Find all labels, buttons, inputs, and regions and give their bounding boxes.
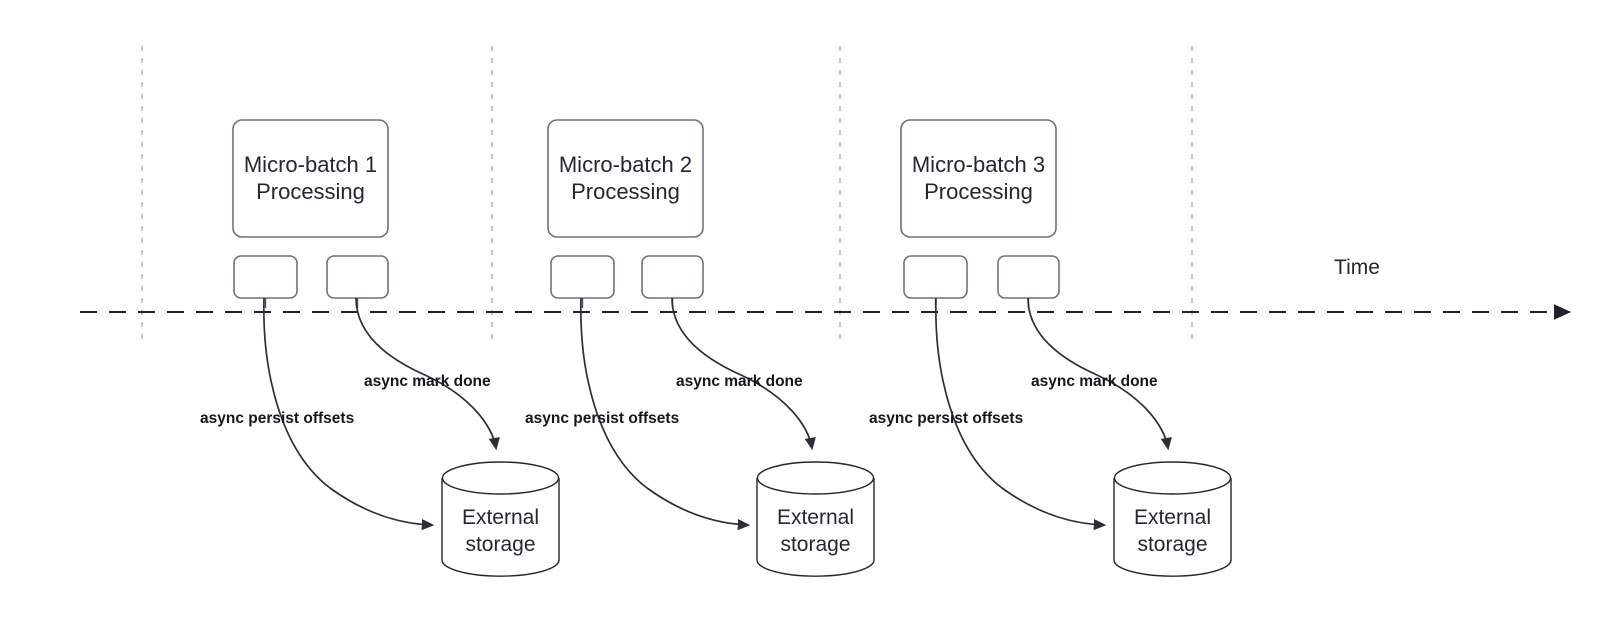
async-persist-offsets-2-label: async persist offsets — [525, 410, 679, 427]
async-persist-offsets-1-label: async persist offsets — [200, 410, 354, 427]
micro-batch-1-label-line2: Processing — [256, 179, 365, 204]
micro-batch-3-label-line1: Micro-batch 3 — [912, 152, 1045, 177]
micro-batch-2-box[interactable] — [547, 119, 704, 238]
async-mark-done-1-arrow — [355, 297, 500, 451]
external-storage-3-body — [1113, 478, 1232, 577]
async-mark-done-2-arrow — [671, 297, 816, 451]
external-storage-3-top-ellipse — [1113, 461, 1232, 495]
async-mark-done-3-arrow — [1027, 297, 1172, 451]
micro-batch-1-box[interactable] — [232, 119, 389, 238]
micro-batch-2-label-line1: Micro-batch 2 — [559, 152, 692, 177]
batch-3-task-a[interactable] — [903, 255, 968, 299]
async-persist-offsets-1-arrow — [263, 297, 435, 531]
external-storage-1-body — [441, 478, 560, 577]
external-storage-2-label-line2: storage — [780, 533, 850, 556]
batch-1-task-a[interactable] — [233, 255, 298, 299]
time-axis-group: Time — [80, 256, 1572, 320]
external-storage-3-label-line2: storage — [1137, 533, 1207, 556]
tick-lines-group — [141, 46, 1193, 340]
external-storage-3-label-line1: External — [1134, 506, 1211, 529]
async-persist-offsets-2-arrow — [580, 297, 751, 531]
external-storage-2-body — [756, 478, 875, 577]
external-storage-2-label-line1: External — [777, 506, 854, 529]
batch-2-task-a[interactable] — [550, 255, 615, 299]
micro-batch-3-label-line2: Processing — [924, 179, 1033, 204]
async-persist-offsets-3-arrow — [935, 297, 1107, 531]
external-storage-1-top-ellipse — [441, 461, 560, 495]
micro-batch-1-label-line1: Micro-batch 1 — [244, 152, 377, 177]
batch-2-task-b[interactable] — [641, 255, 704, 299]
async-mark-done-2-label: async mark done — [676, 373, 803, 390]
batches-group: Micro-batch 1ProcessingExternalstorageas… — [200, 119, 1232, 577]
micro-batch-3-box[interactable] — [900, 119, 1057, 238]
external-storage-1-label-line1: External — [462, 506, 539, 529]
external-storage-2-top-ellipse — [756, 461, 875, 495]
async-persist-offsets-3-label: async persist offsets — [869, 410, 1023, 427]
batch-1-task-b[interactable] — [326, 255, 389, 299]
async-mark-done-1-label: async mark done — [364, 373, 491, 390]
async-mark-done-3-label: async mark done — [1031, 373, 1158, 390]
external-storage-1-label-line2: storage — [465, 533, 535, 556]
micro-batch-2-label-line2: Processing — [571, 179, 680, 204]
time-axis-label: Time — [1334, 256, 1380, 279]
batch-3-task-b[interactable] — [997, 255, 1060, 299]
